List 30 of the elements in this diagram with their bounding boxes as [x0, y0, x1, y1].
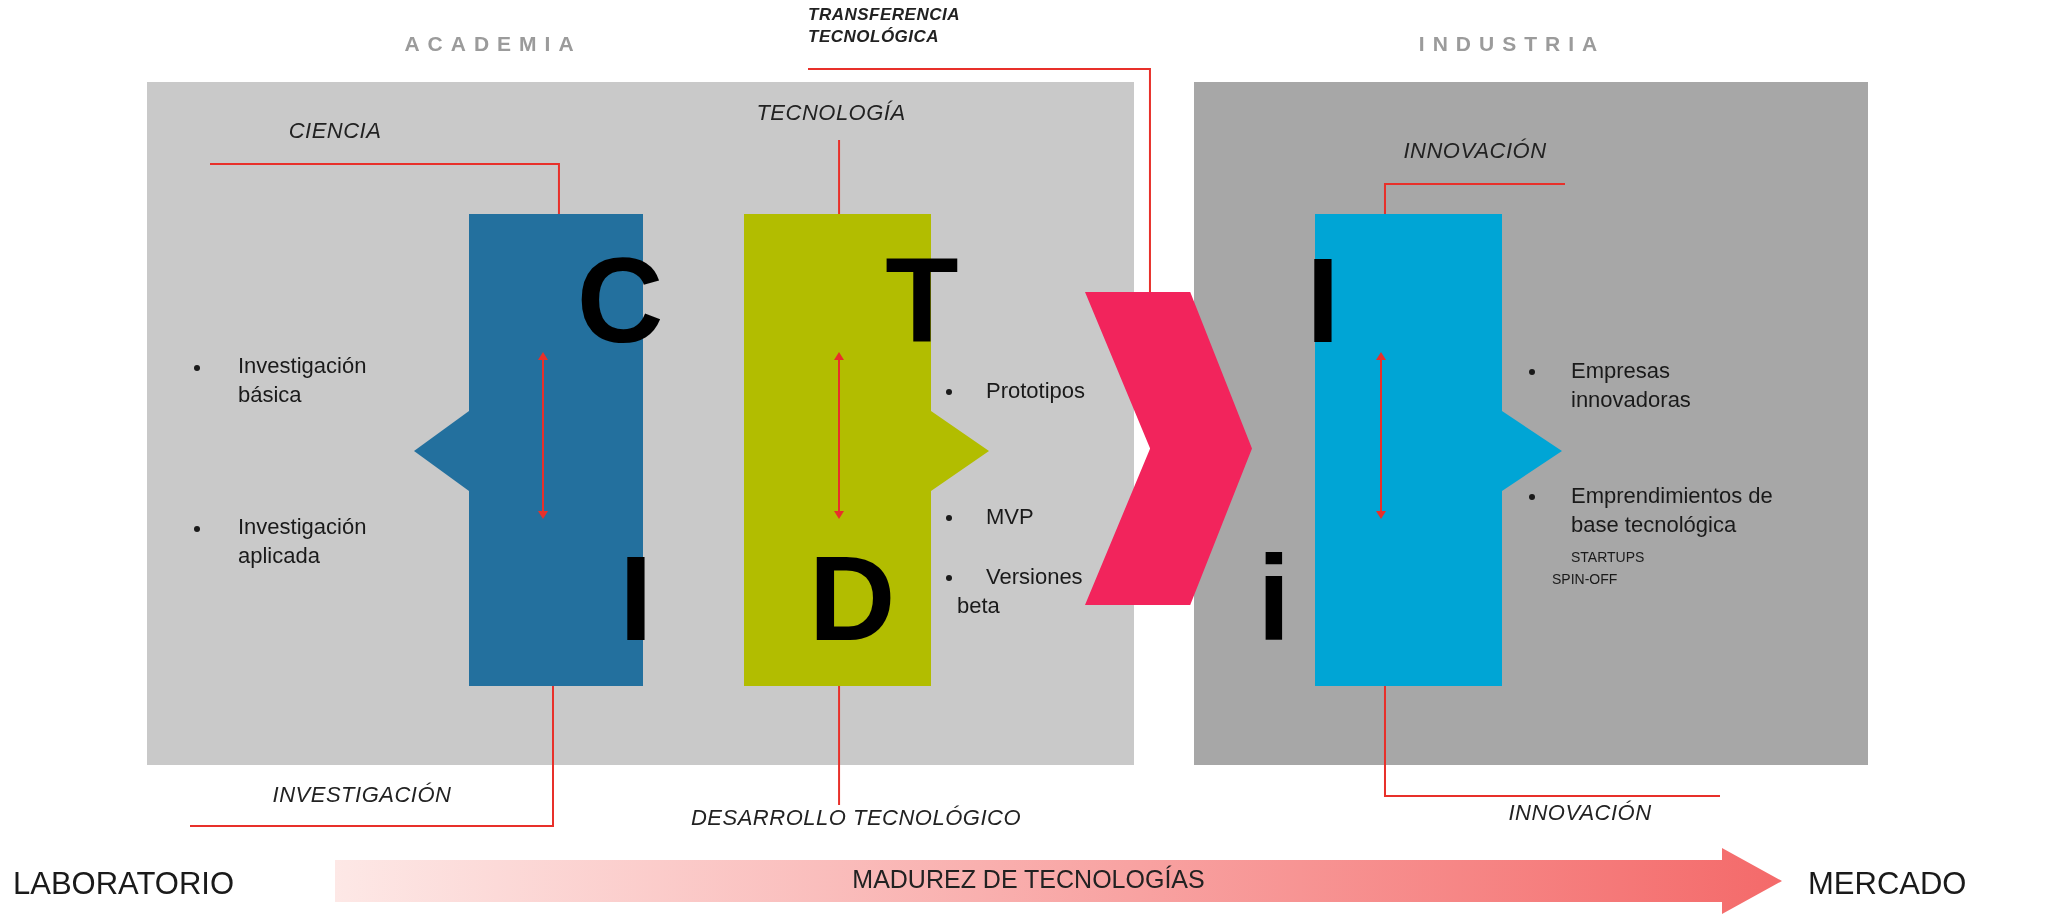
bullet-text: Empresas innovadoras	[1571, 357, 1692, 414]
end-label: LABORATORIO	[13, 865, 235, 903]
leader-line	[838, 685, 841, 806]
leader-line	[1384, 685, 1721, 797]
leader-text: TRANSFERENCIA TECNOLÓGICA	[808, 4, 961, 49]
leader-text: CIENCIA	[287, 118, 383, 144]
leader-line	[189, 685, 554, 827]
leader-text: INNOVACIÓN	[1507, 799, 1653, 826]
leader-line	[1384, 183, 1566, 215]
bullet-text: Versiones beta	[957, 563, 1082, 620]
bullet-text: Prototipos	[986, 377, 1087, 405]
bullet-text: Investigación aplicada	[238, 513, 368, 570]
end-label: MERCADO	[1808, 865, 1967, 903]
bullet-text: SPIN-OFF	[1552, 570, 1618, 589]
leader-text: INNOVACIÓN	[1402, 138, 1548, 164]
panel-heading: INDUSTRIA	[1418, 32, 1606, 56]
letter-label: i	[1257, 538, 1291, 658]
leader-line	[209, 163, 560, 215]
panel-heading: ACADEMIA	[404, 32, 582, 56]
leader-text: DESARROLLO TECNOLÓGICO	[689, 805, 1023, 831]
bullet-text: STARTUPS	[1571, 548, 1645, 567]
bullet-text: Emprendimientos de base tecnológica	[1571, 482, 1774, 539]
bullet-text: Investigación básica	[238, 352, 368, 409]
leader-text: TECNOLOGÍA	[755, 100, 907, 126]
bullet-text: MVP	[986, 503, 1035, 531]
leader-line	[838, 139, 841, 215]
leader-line	[807, 68, 1151, 293]
letter-label: D	[808, 538, 896, 658]
arrow-label: MADUREZ DE TECNOLOGÍAS	[851, 865, 1206, 894]
leader-text: INVESTIGACIÓN	[271, 782, 453, 808]
